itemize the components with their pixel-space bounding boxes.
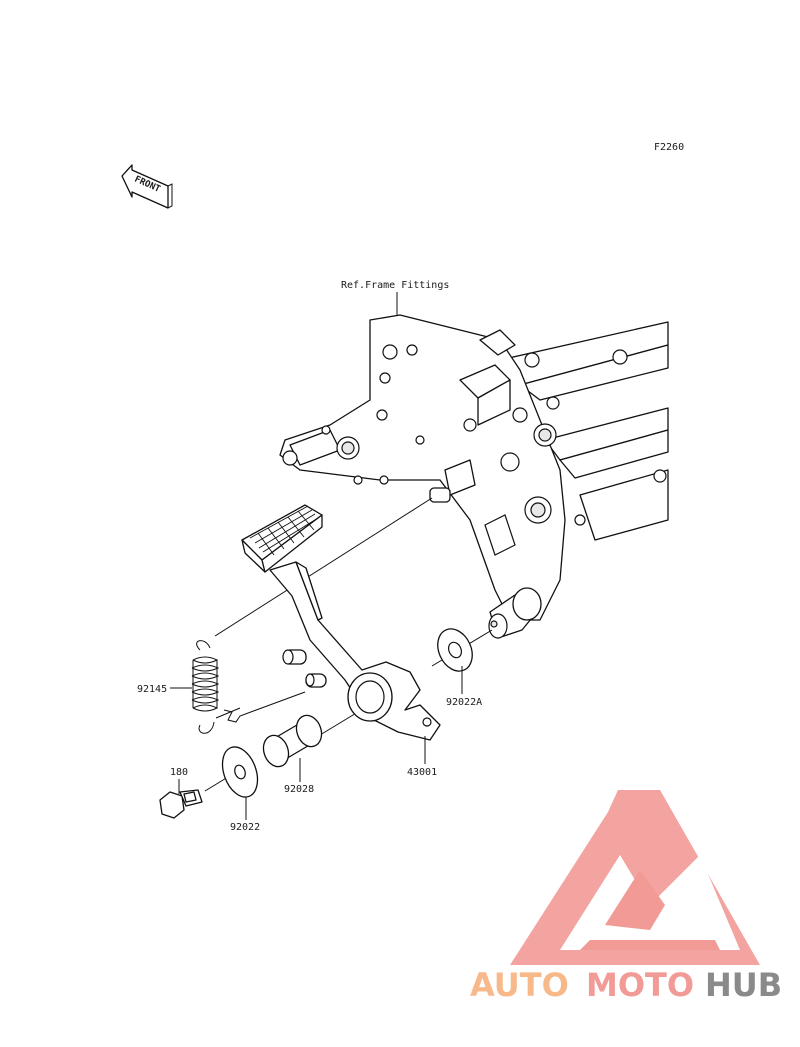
part-label-92022a[interactable]: 92022A [446,697,482,708]
part-label-180[interactable]: 180 [170,767,188,778]
bolt-guide-line [204,776,229,792]
return-spring [191,640,220,734]
bolt-180 [159,789,203,819]
ref-frame-label: Ref.Frame Fittings [341,280,449,291]
spring-lower-guide [223,691,306,723]
logo-text-moto: MOTO [586,966,694,1004]
spring-guide-line [214,497,433,637]
diagram-code: F2260 [654,142,684,153]
front-arrow-icon: FRONT [121,164,173,209]
frame-fittings [279,314,669,639]
part-label-92028[interactable]: 92028 [284,784,314,795]
logo-text-hub: HUB [705,966,782,1004]
automotohub-logo: AUTO MOTO HUB [470,790,782,1004]
logo-text-auto: AUTO [470,966,569,1004]
brake-pedal [241,504,441,741]
washer-92022 [221,746,259,798]
spring-guide-line-2 [215,707,241,719]
washer-92022a [437,628,473,672]
collar-92028 [262,714,323,768]
part-label-92022[interactable]: 92022 [230,822,260,833]
part-label-43001[interactable]: 43001 [407,767,437,778]
collar-guide-line [319,711,359,736]
part-label-92145[interactable]: 92145 [137,684,167,695]
